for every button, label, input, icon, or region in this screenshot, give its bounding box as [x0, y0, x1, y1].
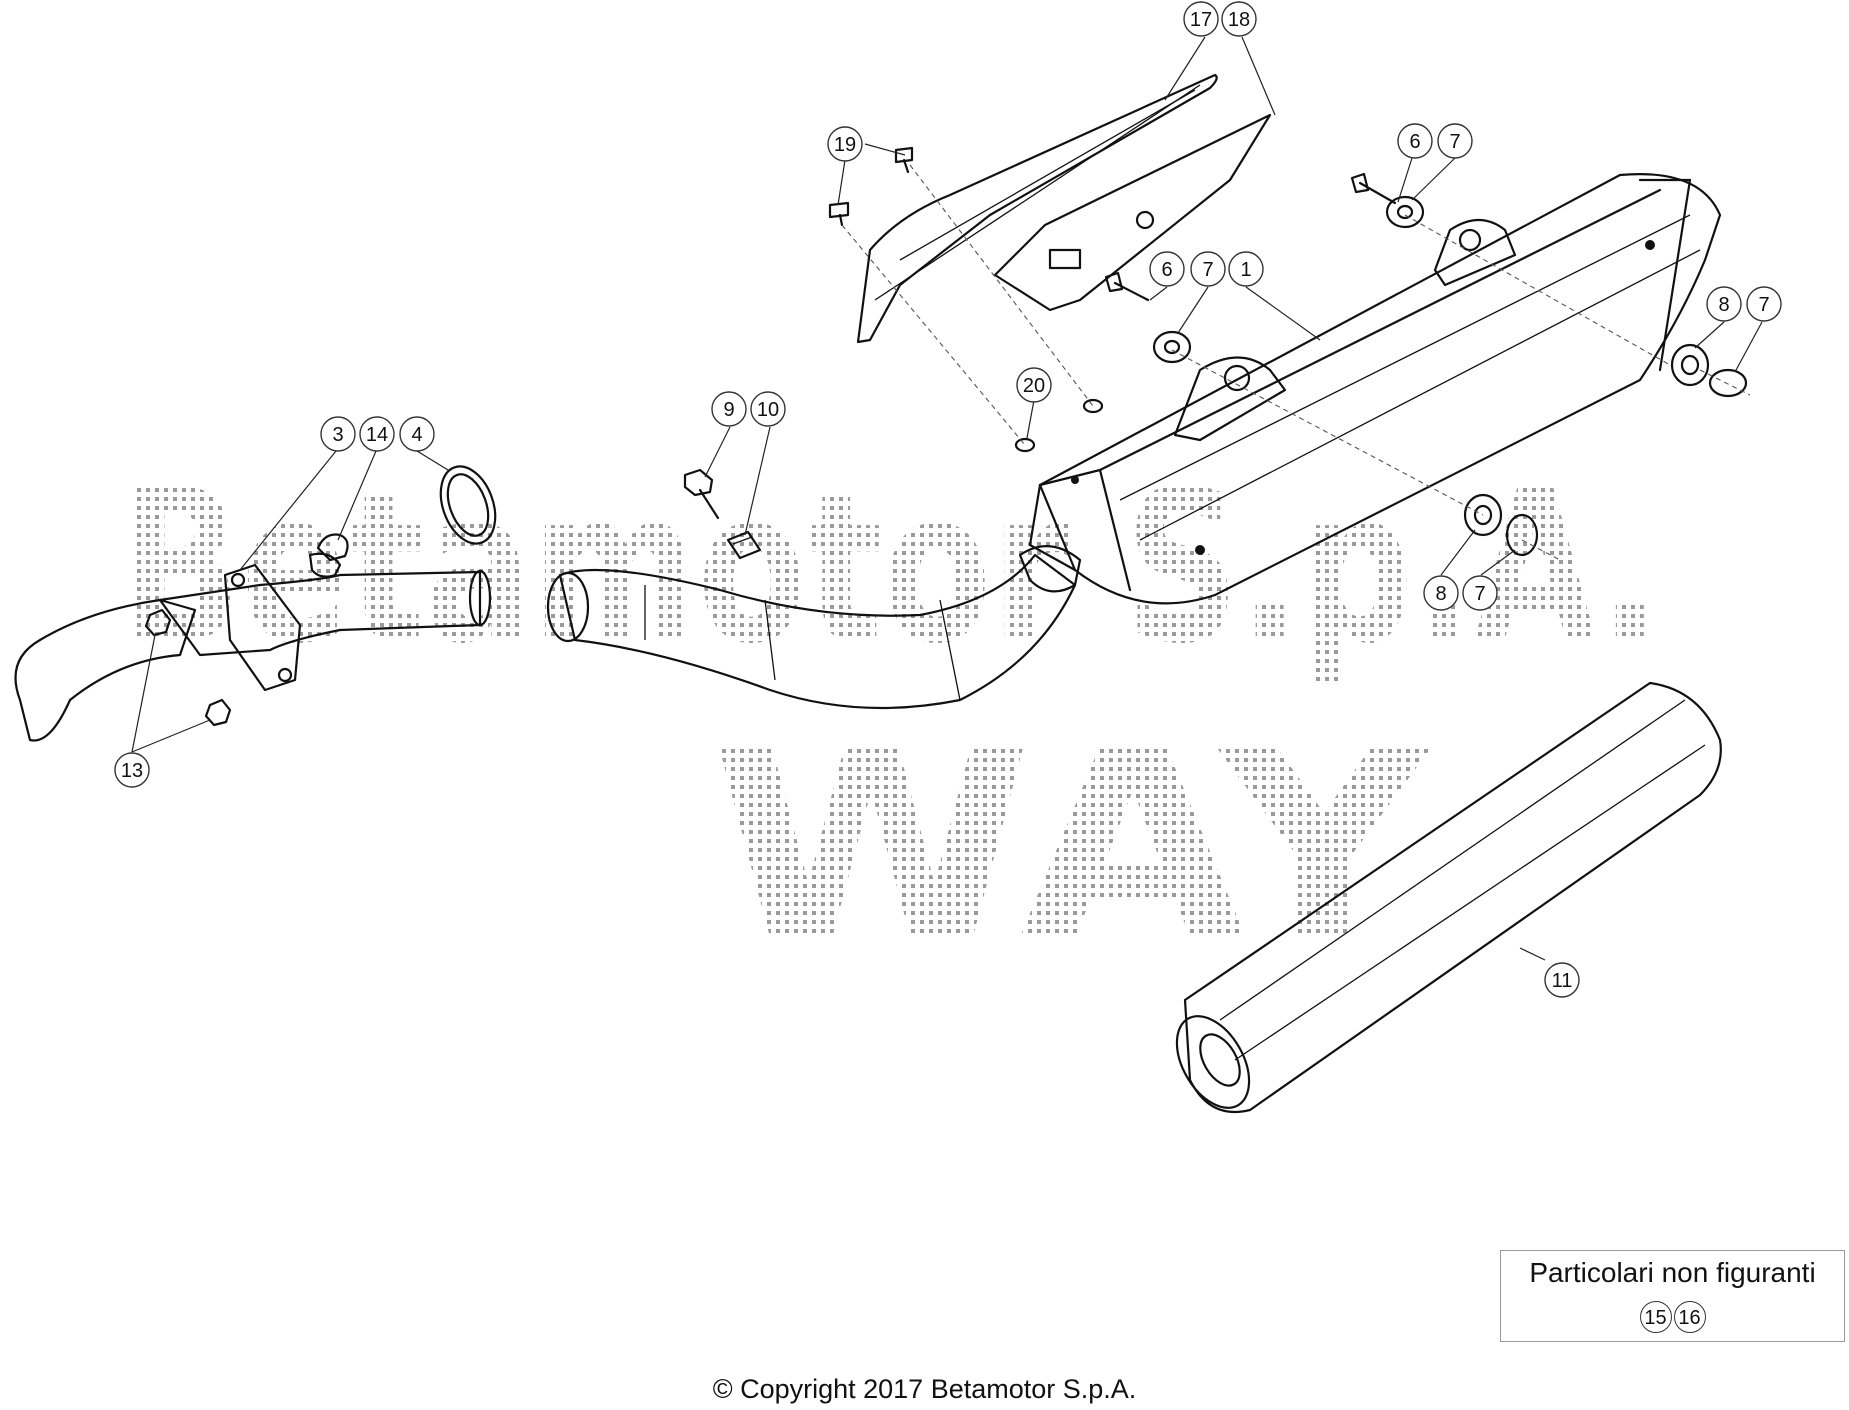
grommet-8-lower-part — [1463, 493, 1503, 537]
callout-6-lower-label: 6 — [1161, 259, 1172, 281]
muffler-part — [1028, 173, 1722, 605]
gasket-part — [439, 465, 497, 545]
grommet-8-right-part — [1670, 343, 1710, 387]
insulation-wrap-part — [1175, 681, 1722, 1114]
bolts-19-part — [828, 146, 914, 227]
callout-20-label: 20 — [1023, 375, 1045, 397]
callout-7-lower-label: 7 — [1202, 259, 1213, 281]
washer-7-lower-part — [1152, 330, 1192, 364]
callout-19-label: 19 — [834, 134, 856, 156]
copyright-notice: © Copyright 2017 Betamotor S.p.A. — [712, 1374, 1137, 1404]
legend-item: 15 — [1639, 1301, 1672, 1333]
callout-3: 3 — [320, 416, 356, 452]
watermark-line1: Betamotor S.p.A. — [120, 445, 1660, 690]
washer-7-upper-part — [1385, 195, 1425, 229]
callout-7-lower: 7 — [1190, 251, 1226, 287]
bolt-6-upper-part — [1350, 172, 1397, 205]
callout-7-right: 7 — [1746, 286, 1782, 322]
callout-20: 20 — [1016, 367, 1052, 403]
callout-9: 9 — [711, 391, 747, 427]
callout-10: 10 — [750, 391, 786, 427]
callout-7-right-label: 7 — [1758, 294, 1769, 316]
callout-9-label: 9 — [723, 399, 734, 421]
bolt-6-lower-part — [1104, 271, 1150, 302]
callout-11-label: 11 — [1552, 970, 1573, 992]
clip-10-part — [726, 530, 762, 560]
callout-10-label: 10 — [757, 399, 779, 421]
callout-13: 13 — [114, 752, 150, 788]
watermark-line2: WAY — [710, 695, 1433, 997]
callout-7-lower-right: 7 — [1462, 575, 1498, 611]
washer-7-right-part — [1708, 368, 1748, 398]
middle-pipe-part — [546, 545, 1082, 710]
callout-14: 14 — [359, 416, 395, 452]
callout-3-label: 3 — [332, 424, 343, 446]
callout-4: 4 — [399, 416, 435, 452]
leader-lines — [131, 36, 1763, 961]
callout-13-label: 13 — [121, 760, 143, 782]
bolt-9-part — [683, 468, 720, 520]
callout-6-upper-label: 6 — [1409, 131, 1420, 153]
callout-17-label: 17 — [1190, 9, 1212, 31]
callout-8-lower: 8 — [1423, 575, 1459, 611]
legend-item: 16 — [1673, 1301, 1706, 1333]
watermark: Betamotor S.p.A. WAY — [120, 445, 1660, 997]
callout-6-lower: 6 — [1149, 251, 1185, 287]
legend-title: Particolari non figuranti — [1529, 1257, 1816, 1288]
callout-14-label: 14 — [366, 424, 388, 446]
callout-11: 11 — [1544, 962, 1580, 998]
callout-18-label: 18 — [1228, 9, 1250, 31]
callout-7-upper: 7 — [1437, 123, 1473, 159]
callout-18: 18 — [1221, 1, 1257, 37]
callout-17: 17 — [1183, 1, 1219, 37]
callout-7-lower-right-label: 7 — [1474, 583, 1485, 605]
callout-1: 1 — [1228, 251, 1264, 287]
callout-4-label: 4 — [411, 424, 422, 446]
callout-1-label: 1 — [1240, 259, 1251, 281]
callout-19: 19 — [827, 126, 863, 162]
assembly-lines — [841, 164, 1751, 561]
washer-7-lower-right-part — [1505, 513, 1539, 557]
callout-8-right: 8 — [1706, 286, 1742, 322]
callout-8-lower-label: 8 — [1435, 583, 1446, 605]
callout-8-right-label: 8 — [1718, 294, 1729, 316]
callout-7-upper-label: 7 — [1449, 131, 1460, 153]
washers-20-part — [1014, 398, 1104, 453]
heat-shield-part — [856, 73, 1272, 344]
callout-6-upper: 6 — [1397, 123, 1433, 159]
header-pipe-part — [14, 552, 492, 742]
